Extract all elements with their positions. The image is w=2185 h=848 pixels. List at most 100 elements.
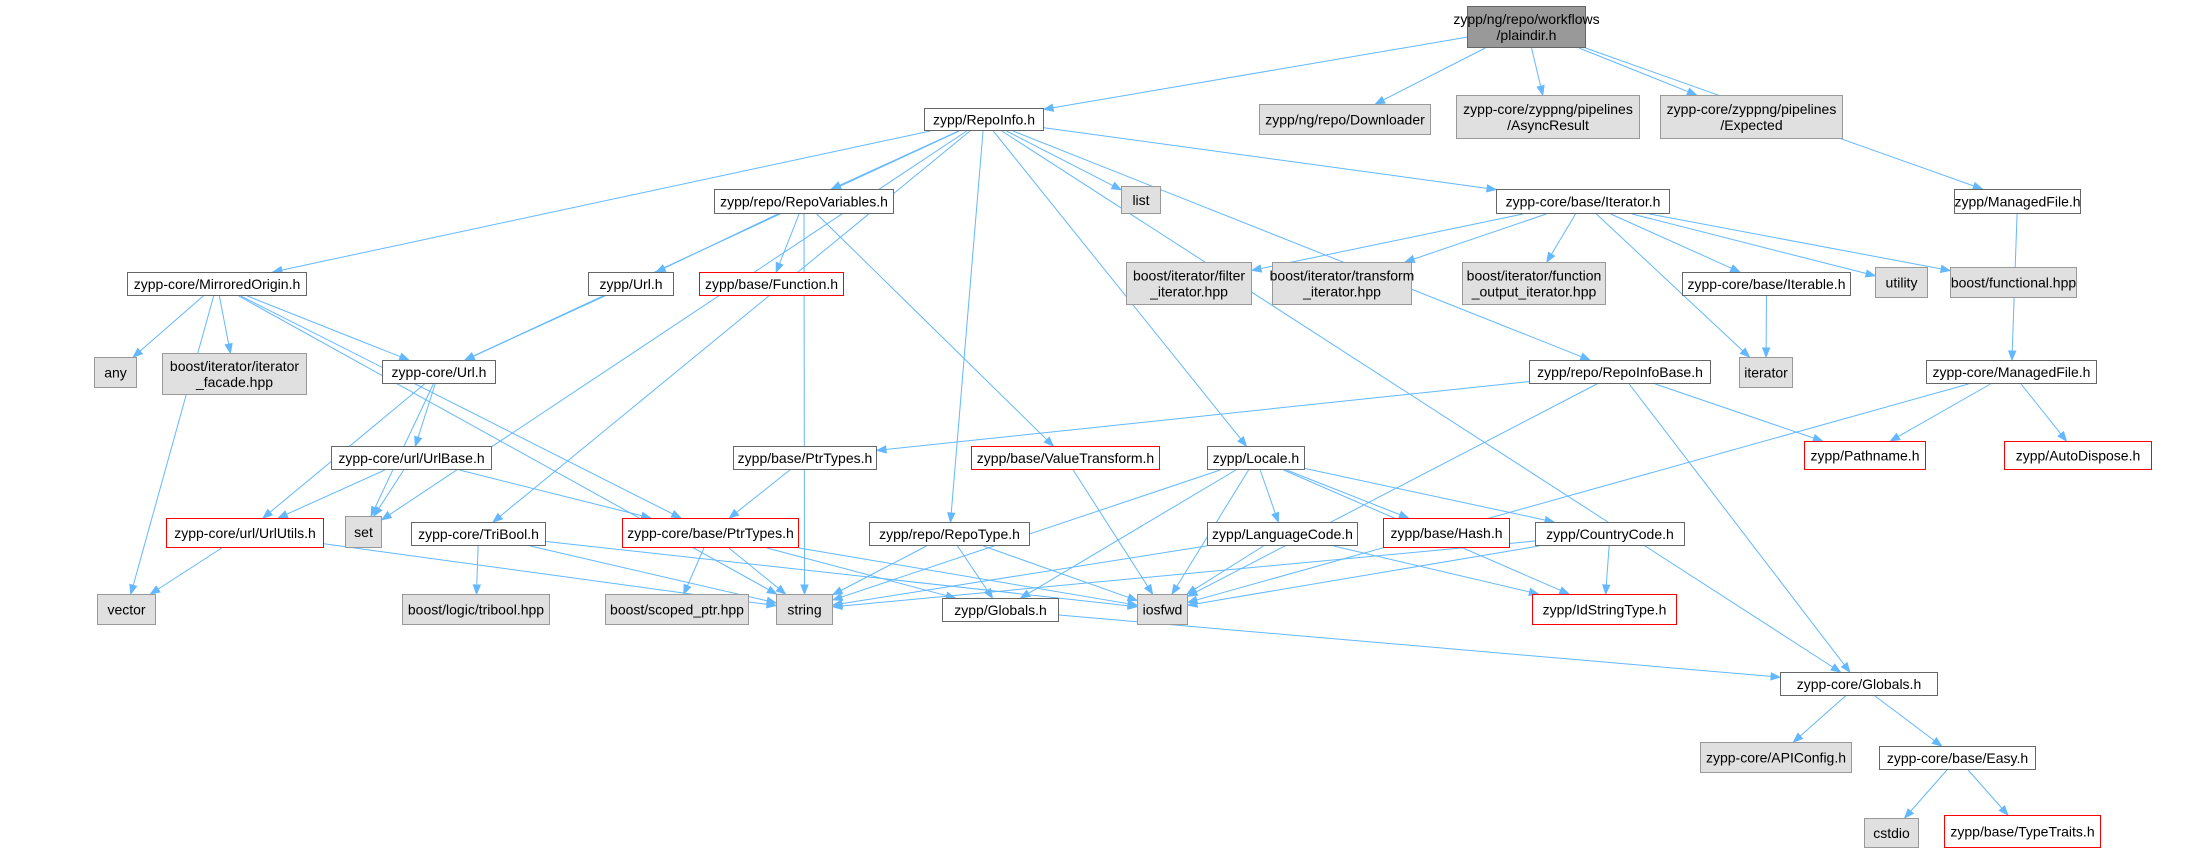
dependency-edge [654,213,779,273]
dependency-edge [129,295,215,596]
node-core-globals[interactable]: zypp-core/Globals.h [1780,672,1938,696]
node-label: zypp/Url.h [599,276,662,292]
node-repovariables[interactable]: zypp/repo/RepoVariables.h [714,189,894,214]
dependency-edge [683,547,705,596]
node-zypp-globals[interactable]: zypp/Globals.h [942,598,1059,622]
node-function-h[interactable]: zypp/base/Function.h [699,272,844,296]
dependency-edge [992,130,1248,448]
dependency-edge [831,469,1221,601]
node-idstringtype[interactable]: zypp/IdStringType.h [1532,594,1677,625]
node-core-url[interactable]: zypp-core/Url.h [382,360,496,384]
node-label: zypp-core/MirroredOrigin.h [134,276,301,292]
node-asyncresult: zypp-core/zyppng/pipelines/AsyncResult [1456,95,1640,139]
node-label: zypp-core/url/UrlUtils.h [174,525,316,541]
node-list: list [1121,186,1161,214]
node-box [776,594,833,625]
node-label: /AsyncResult [1507,117,1589,133]
node-box [1864,818,1919,848]
node-box [1496,189,1670,214]
dependency-edge [1286,469,1410,519]
node-locale-h[interactable]: zypp/Locale.h [1207,446,1305,470]
node-label: zypp/base/Hash.h [1390,525,1502,541]
node-countrycode[interactable]: zypp/CountryCode.h [1535,522,1685,546]
dependency-edge [132,295,204,358]
node-mirroredorigin[interactable]: zypp-core/MirroredOrigin.h [127,272,307,296]
node-label: zypp/ng/repo/workflows [1453,11,1599,27]
node-core-ptrtypes[interactable]: zypp-core/base/PtrTypes.h [622,518,799,548]
node-managedfile-h[interactable]: zypp/ManagedFile.h [1954,189,2081,214]
node-label: zypp/base/Function.h [705,276,838,292]
node-typetraits[interactable]: zypp/base/TypeTraits.h [1944,815,2101,848]
node-languagecode[interactable]: zypp/LanguageCode.h [1207,522,1358,546]
dependency-edge [545,540,1139,610]
node-label: boost/logic/tribool.hpp [408,602,544,618]
node-valuetransform[interactable]: zypp/base/ValueTransform.h [971,446,1160,470]
node-repoinfo[interactable]: zypp/RepoInfo.h [924,108,1044,131]
node-label: iosfwd [1143,602,1183,618]
node-core-managedfile[interactable]: zypp-core/ManagedFile.h [1926,360,2097,384]
node-label: zypp/ManagedFile.h [1954,194,2080,210]
node-label: set [354,524,373,540]
dependency-edge [1072,469,1154,596]
node-function-output: boost/iterator/function_output_iterator.… [1462,262,1606,305]
node-label: zypp/Pathname.h [1811,448,1920,464]
node-repoinfobase[interactable]: zypp/repo/RepoInfoBase.h [1529,360,1711,384]
node-label: zypp/CountryCode.h [1546,526,1674,542]
node-label: zypp/base/ValueTransform.h [977,450,1154,466]
node-label: zypp/repo/RepoType.h [879,526,1020,542]
dependency-edge [1374,47,1486,105]
dependency-edge [218,295,233,355]
node-hash-h[interactable]: zypp/base/Hash.h [1383,518,1510,548]
dependency-edge [2020,383,2068,443]
node-iterator-h[interactable]: zypp-core/base/Iterator.h [1496,189,1670,214]
node-pathname[interactable]: zypp/Pathname.h [1804,441,1926,470]
node-urlutils[interactable]: zypp-core/url/UrlUtils.h [166,518,324,548]
node-box [1259,104,1431,135]
dependency-edge [766,547,957,600]
node-zypp-url[interactable]: zypp/Url.h [588,272,674,296]
dependency-edge [1610,213,1742,273]
node-repotype[interactable]: zypp/repo/RepoType.h [869,522,1030,546]
node-tribool-hpp: boost/logic/tribool.hpp [402,594,550,625]
dependency-edge [831,545,927,596]
node-box [382,360,496,384]
node-string: string [776,594,833,625]
node-box [714,189,894,214]
node-easy-h[interactable]: zypp-core/base/Easy.h [1879,746,2036,770]
node-urlbase[interactable]: zypp-core/url/UrlBase.h [331,446,492,470]
dependency-edge [1186,545,1539,608]
node-label: zypp/Locale.h [1213,450,1299,466]
node-tribool-h[interactable]: zypp-core/TriBool.h [411,522,546,546]
dependency-edge [728,469,791,519]
node-label: boost/iterator/filter [1133,268,1245,284]
node-autodispose[interactable]: zypp/AutoDispose.h [2004,441,2152,470]
dependency-edge [1001,130,1842,673]
node-label: zypp/repo/RepoVariables.h [720,194,888,210]
node-label: /plaindir.h [1497,27,1557,43]
node-iterable-h[interactable]: zypp-core/base/Iterable.h [1682,272,1851,296]
dependency-edge [1655,383,1824,442]
node-cstdio: cstdio [1864,818,1919,848]
node-box [971,446,1160,470]
node-filter-iter: boost/iterator/filter_iterator.hpp [1126,262,1252,305]
node-label: zypp-core/base/Iterator.h [1506,194,1661,210]
node-box [942,598,1059,622]
node-set: set [345,516,382,548]
node-box [345,516,382,548]
node-apiconfig: zypp-core/APIConfig.h [1700,742,1852,773]
node-ptrtypes-h[interactable]: zypp/base/PtrTypes.h [733,446,877,470]
dependency-edge [472,545,482,596]
node-iterator-facade: boost/iterator/iterator_facade.hpp [162,353,307,395]
node-transform-iter: boost/iterator/transform_iterator.hpp [1270,262,1414,305]
dependency-edge [728,547,787,595]
node-root: zypp/ng/repo/workflows/plaindir.h [1453,6,1600,48]
dependency-edge [1602,545,1611,596]
node-box [1207,446,1305,470]
dependency-edge [1186,383,1969,604]
node-label: zypp/Globals.h [954,602,1047,618]
node-box [1207,522,1358,546]
dependency-edge [1186,383,1598,597]
node-label: _iterator.hpp [1302,284,1381,300]
